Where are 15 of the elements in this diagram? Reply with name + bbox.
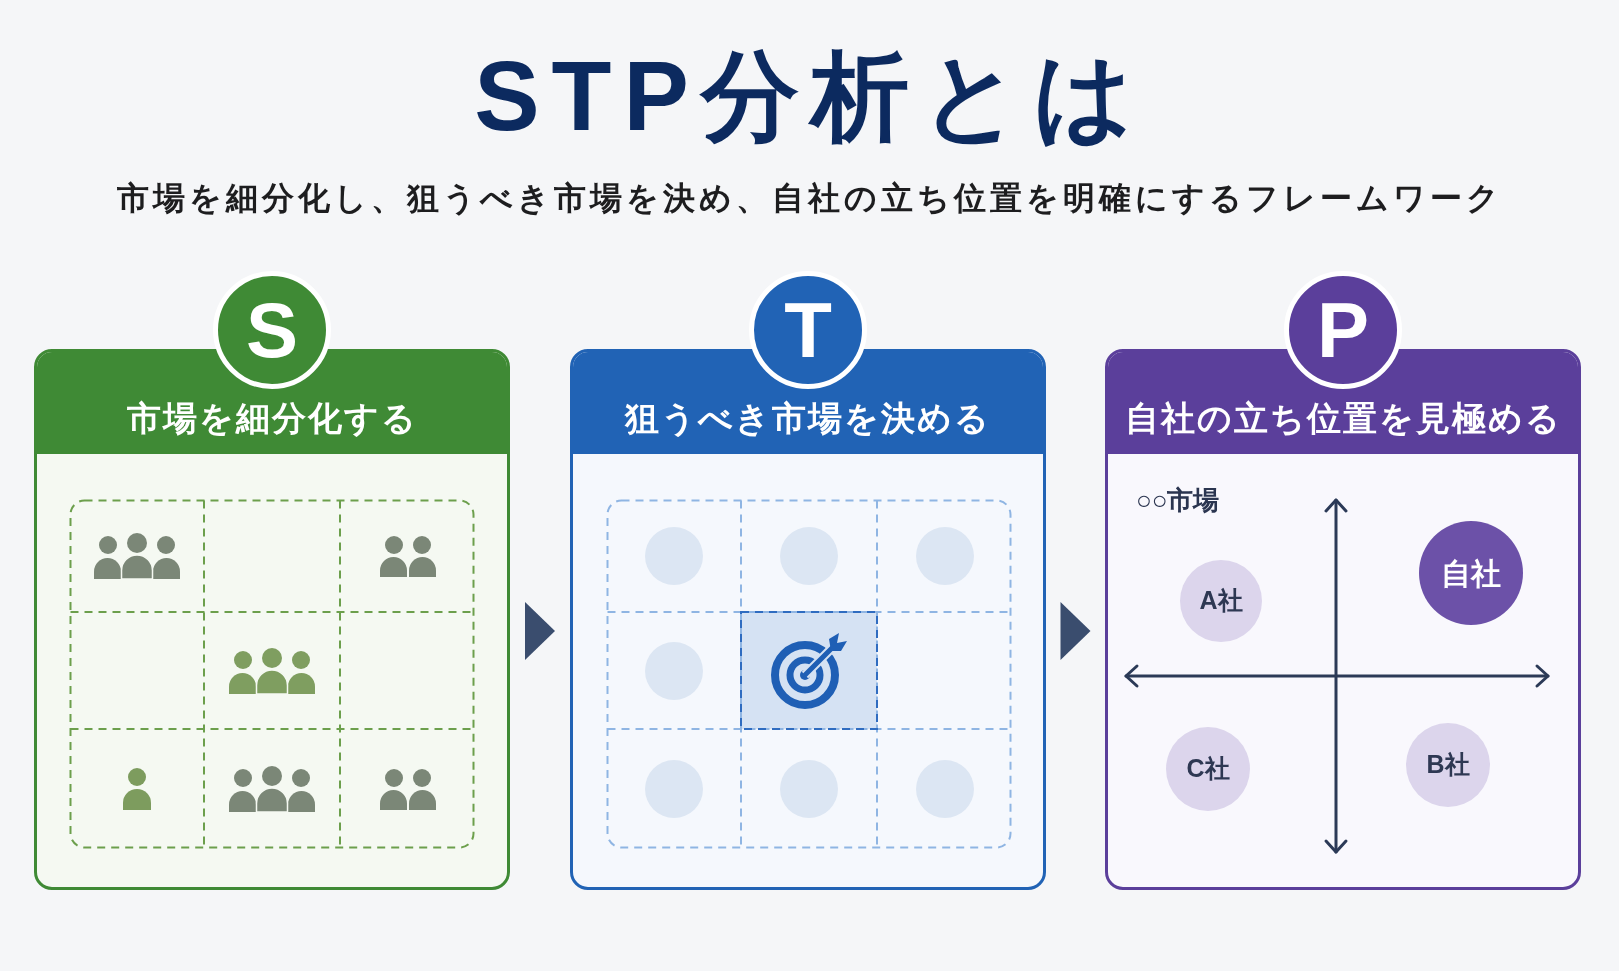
company-bubble: C社 (1166, 727, 1250, 811)
letter-badge: S (213, 271, 331, 389)
panel-heading: 狙うべき市場を決める (625, 398, 991, 439)
chevron-arrow (1060, 602, 1091, 660)
chevron-arrow (525, 602, 555, 660)
subtitle: 市場を細分化し、狙うべき市場を決め、自社の立ち位置を明確にするフレームワーク (116, 179, 1503, 218)
title: STP分析とは (474, 40, 1145, 153)
letter-badge: T (749, 271, 867, 389)
panel-heading: 自社の立ち位置を見極める (1124, 398, 1562, 439)
company-bubble: A社 (1180, 560, 1262, 642)
letter-badge: P (1284, 271, 1402, 389)
company-bubble: B社 (1406, 723, 1490, 807)
panel-heading: 市場を細分化する (126, 398, 418, 439)
company-bubble: 自社 (1419, 521, 1523, 625)
market-label: ○○市場 (1136, 484, 1220, 516)
